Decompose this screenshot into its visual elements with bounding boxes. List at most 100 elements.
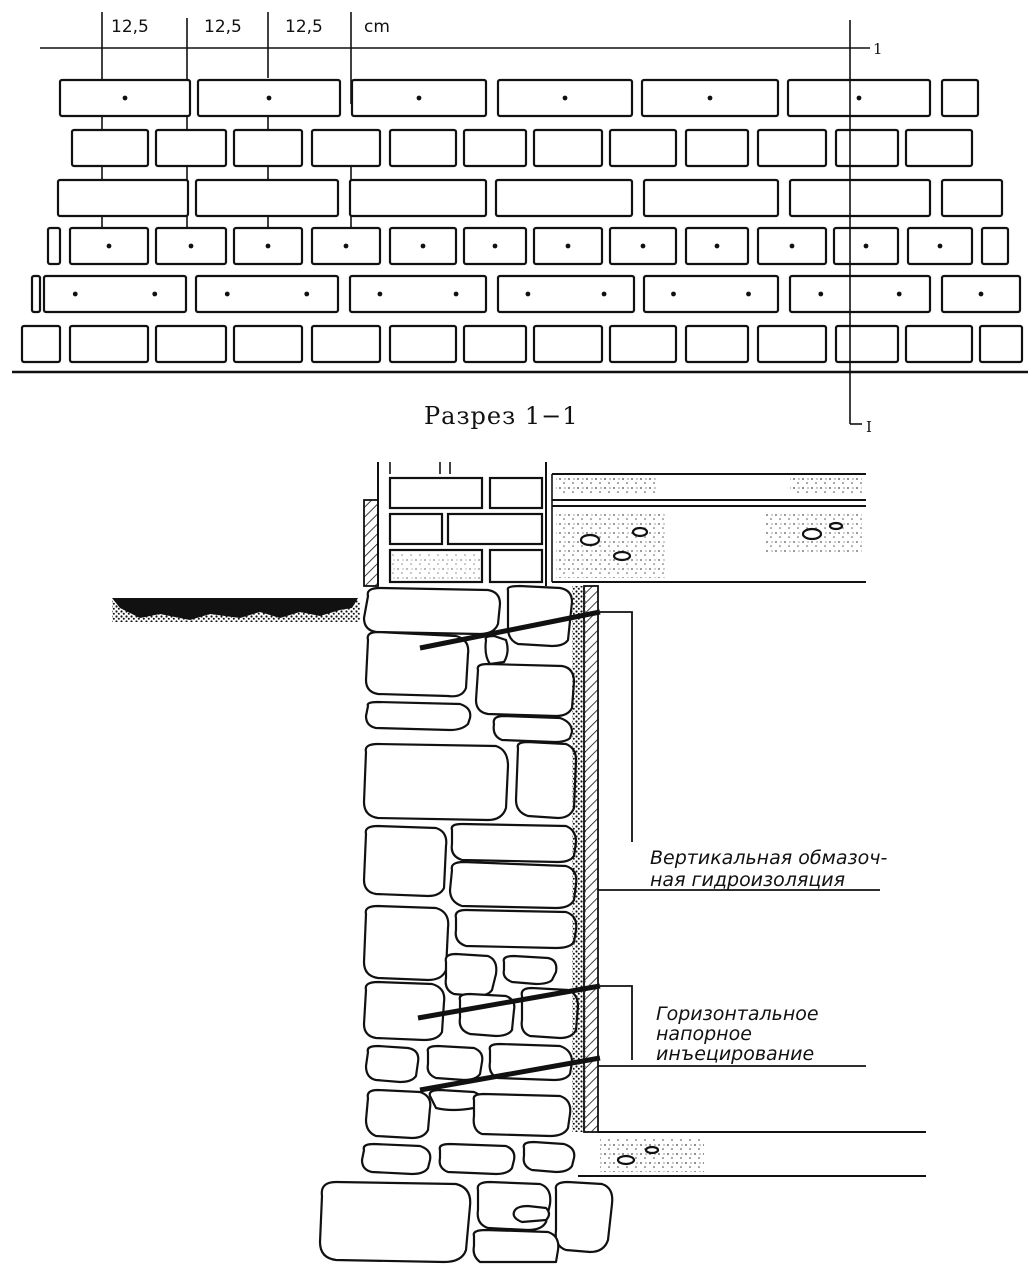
elevation-brick: [756, 128, 828, 168]
note-line: инъецирование: [656, 1043, 814, 1065]
elevation-brick: [154, 324, 228, 364]
injection-hole-marker: [122, 95, 128, 101]
injection-hole-marker: [266, 95, 272, 101]
elevation-brick: [388, 324, 458, 364]
elevation-brick: [30, 274, 42, 314]
note-line: ная гидроизоляция: [650, 869, 845, 891]
elevation-brick: [834, 128, 900, 168]
section-brick: [488, 548, 544, 584]
injection-hole-marker: [640, 243, 646, 249]
injection-hole-marker: [188, 243, 194, 249]
injection-hole-marker: [707, 95, 713, 101]
elevation-brick: [756, 324, 828, 364]
injection-hole-marker: [601, 291, 607, 297]
upper-brick-wall: [363, 462, 547, 587]
injection-hole-marker: [224, 291, 230, 297]
leader-line: [600, 985, 633, 1060]
elevation-brick: [978, 324, 1024, 364]
note-line: Горизонтальное: [656, 1003, 819, 1025]
injection-hole-marker: [416, 95, 422, 101]
injection-hole-marker: [152, 291, 158, 297]
elevation-brick: [608, 324, 678, 364]
waterproofing-coating: [572, 586, 586, 1132]
elevation-brick: [496, 274, 636, 314]
floor-slab: [551, 473, 866, 583]
elevation-brick: [642, 274, 780, 314]
plinth-facing: [363, 499, 379, 587]
rubble-stone-foundation: [318, 584, 614, 1264]
injection-hole-marker: [896, 291, 902, 297]
dimension-label: 12,5: [204, 17, 242, 37]
note-vertical-waterproofing: Вертикальная обмазоч- ная гидроизоляция: [650, 847, 887, 891]
elevation-brick: [684, 128, 750, 168]
injection-hole-marker: [863, 243, 869, 249]
elevation-brick: [684, 324, 750, 364]
elevation-brick: [608, 128, 678, 168]
elevation-brick: [194, 178, 340, 218]
injection-bore: [419, 1055, 601, 1093]
injection-hole-marker: [978, 291, 984, 297]
injection-hole-marker: [343, 243, 349, 249]
note-line: напорное: [656, 1023, 752, 1045]
elevation-brick: [532, 324, 604, 364]
section-brick: [388, 512, 444, 546]
elevation-brick: [310, 324, 382, 364]
elevation-brick: [194, 274, 340, 314]
injection-hole-marker: [671, 291, 676, 297]
injection-bore: [419, 609, 601, 651]
wall-section-1-1: Вертикальная обмазоч- ная гидроизоляция …: [112, 462, 926, 1264]
note-line: Вертикальная обмазоч-: [650, 847, 887, 869]
section-brick: [446, 512, 544, 546]
elevation-brick: [20, 324, 62, 364]
injection-hole-marker: [525, 291, 531, 297]
elevation-brick: [980, 226, 1010, 266]
injection-hole-marker: [304, 291, 310, 297]
elevation-brick: [788, 274, 932, 314]
injection-hole-marker: [746, 291, 751, 297]
injection-hole-marker: [492, 243, 498, 249]
inner-plaster-layer: [583, 585, 599, 1133]
elevation-brick: [70, 128, 150, 168]
cut-mark-top-label: 1: [873, 40, 883, 58]
injection-hole-marker: [562, 95, 568, 101]
elevation-brick: [788, 178, 932, 218]
elevation-brick: [310, 128, 382, 168]
elevation-brick: [42, 274, 188, 314]
dimension-unit-label: cm: [364, 17, 390, 37]
section-title: Разрез 1−1: [424, 402, 578, 430]
elevation-brick: [642, 178, 780, 218]
dimension-label: 12,5: [111, 17, 149, 37]
elevation-brick: [56, 178, 190, 218]
ground-surface: [112, 598, 360, 622]
injection-hole-marker: [420, 243, 426, 249]
leader-line: [600, 611, 633, 842]
dimension-label: 12,5: [285, 17, 323, 37]
elevation-brick: [904, 128, 974, 168]
injection-hole-marker: [72, 291, 78, 297]
elevation-brick: [904, 324, 974, 364]
injection-hole-marker: [106, 243, 112, 249]
section-brick: [388, 476, 484, 510]
injection-hole-marker: [937, 243, 943, 249]
elevation-brick: [940, 78, 980, 118]
injection-hole-marker: [789, 243, 795, 249]
elevation-brick: [494, 178, 634, 218]
injection-hole-marker: [856, 95, 862, 101]
injection-hole-marker: [714, 243, 720, 249]
injection-hole-marker: [453, 291, 459, 297]
elevation-brick: [154, 128, 228, 168]
elevation-brick: [462, 128, 528, 168]
elevation-brick: [68, 324, 150, 364]
brick-wall-elevation: 1 12,5 12,5 12,5 cm I: [12, 12, 1028, 436]
elevation-brick: [348, 274, 488, 314]
elevation-brick: [462, 324, 528, 364]
elevation-brick: [46, 226, 62, 266]
note-horizontal-injection: Горизонтальное напорное инъецирование: [656, 1003, 819, 1065]
elevation-brick: [232, 324, 304, 364]
elevation-brick: [532, 128, 604, 168]
injection-bore: [417, 983, 601, 1021]
elevation-brick: [348, 178, 488, 218]
injection-hole-marker: [565, 243, 571, 249]
elevation-brick: [388, 128, 458, 168]
